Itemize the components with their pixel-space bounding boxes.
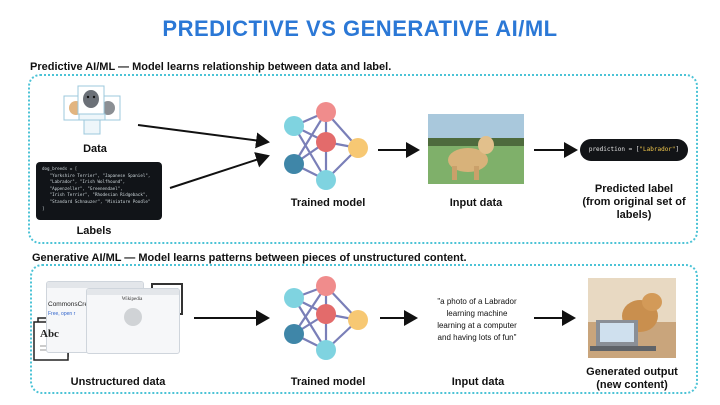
generated-output-label: Generated output (new content): [586, 366, 678, 391]
commons-text: CommonsCre: [48, 301, 89, 308]
prediction-value: "Labrador": [639, 146, 676, 153]
neural-network-icon: [284, 276, 368, 360]
prediction-output: prediction = ["Labrador"]: [580, 139, 688, 161]
input-data-label: Input data: [451, 376, 505, 388]
code-line: "Standard Schnauzer", "Miniature Poodle": [42, 198, 151, 204]
trained-model-label: Trained model: [290, 197, 366, 209]
code-line: ]: [42, 205, 45, 211]
dog-images-icon: [63, 85, 121, 135]
labrador-photo: [428, 114, 524, 184]
data-label: Data: [83, 143, 107, 155]
input-data-label: Input data: [449, 197, 503, 209]
code-line: "Yorkshire Terrier", "Japanese Spaniel",: [42, 172, 151, 178]
wikipedia-title: Wikipedia: [121, 297, 143, 302]
browser-toolbar: [47, 282, 143, 288]
wikipedia-globe-icon: [124, 308, 142, 326]
arrow-data-to-model: [137, 124, 270, 149]
predictive-panel: [28, 74, 698, 244]
code-line: "Irish Terrier", "Rhodesian Ridgeback",: [42, 192, 148, 198]
labels-code-block: dog_breeds = [ "Yorkshire Terrier", "Jap…: [36, 162, 162, 220]
prediction-suffix: ]: [675, 146, 680, 153]
prediction-prefix: prediction = [: [588, 146, 640, 153]
trained-model-label: Trained model: [290, 376, 366, 388]
predictive-heading: Predictive AI/ML — Model learns relation…: [30, 61, 392, 73]
code-line: "Labrador", "Irish Wolfhound",: [42, 179, 126, 185]
code-line: "Appenzeller", "Greenendael",: [42, 185, 123, 191]
predicted-label-caption: Predicted label (from original set of la…: [582, 183, 686, 221]
generative-panel: [30, 264, 698, 394]
unstructured-data-label: Unstructured data: [70, 376, 166, 388]
commons-subtext: Free, open r: [48, 311, 76, 317]
abc-text: Abc: [40, 328, 59, 340]
browser-toolbar: [87, 289, 179, 295]
labels-label: Labels: [76, 225, 112, 237]
arrow-labels-to-model: [169, 152, 270, 189]
dog-at-computer-image: [588, 278, 676, 358]
generative-heading: Generative AI/ML — Model learns patterns…: [32, 252, 467, 264]
prompt-text: "a photo of a Labrador learning machine …: [437, 297, 517, 342]
neural-network-icon: [284, 102, 368, 190]
page-title: PREDICTIVE VS GENERATIVE AI/ML: [162, 16, 558, 41]
code-line: dog_breeds = [: [42, 166, 78, 171]
